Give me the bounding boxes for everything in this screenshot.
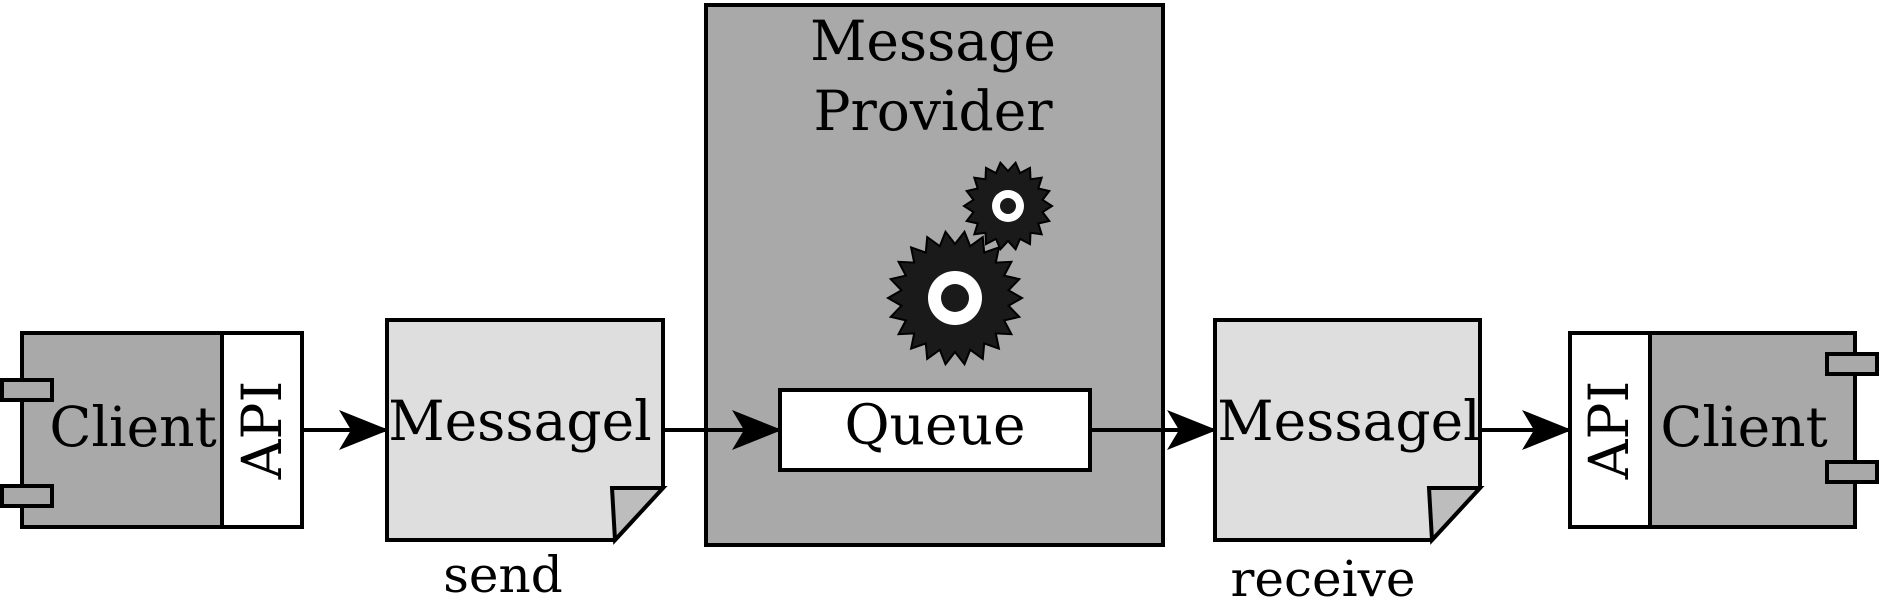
receive-label: receive	[1231, 550, 1416, 608]
provider-title-line1: Message	[810, 9, 1056, 73]
sender-client-label: Client	[49, 395, 216, 459]
sender-api-label: API	[230, 381, 294, 480]
gear-icon-large	[885, 229, 1025, 367]
receiver-api-label: API	[1577, 381, 1641, 480]
sender-message-document: Messagel	[385, 318, 668, 545]
sender-port-bottom	[0, 484, 54, 508]
receiver-port-bottom	[1825, 460, 1879, 484]
sender-port-top	[0, 378, 54, 402]
sender-page-fold	[609, 486, 668, 545]
queue-label: Queue	[844, 393, 1025, 457]
gear-icon-small	[962, 160, 1054, 252]
receiver-message-label: Messagel	[1217, 389, 1480, 453]
receiver-message-document: Messagel	[1213, 318, 1485, 545]
receiver-page-fold	[1426, 486, 1485, 545]
sender-message-label: Messagel	[388, 389, 651, 453]
send-label: send	[443, 546, 562, 604]
provider-title-line2: Provider	[813, 79, 1053, 143]
queue-box: Queue	[778, 388, 1092, 472]
receiver-port-top	[1825, 352, 1879, 376]
receiver-client-component: Client API	[1568, 331, 1879, 529]
sender-api-panel	[220, 331, 304, 529]
sender-client-component: Client API	[0, 331, 304, 529]
receiver-client-label: Client	[1660, 395, 1827, 459]
